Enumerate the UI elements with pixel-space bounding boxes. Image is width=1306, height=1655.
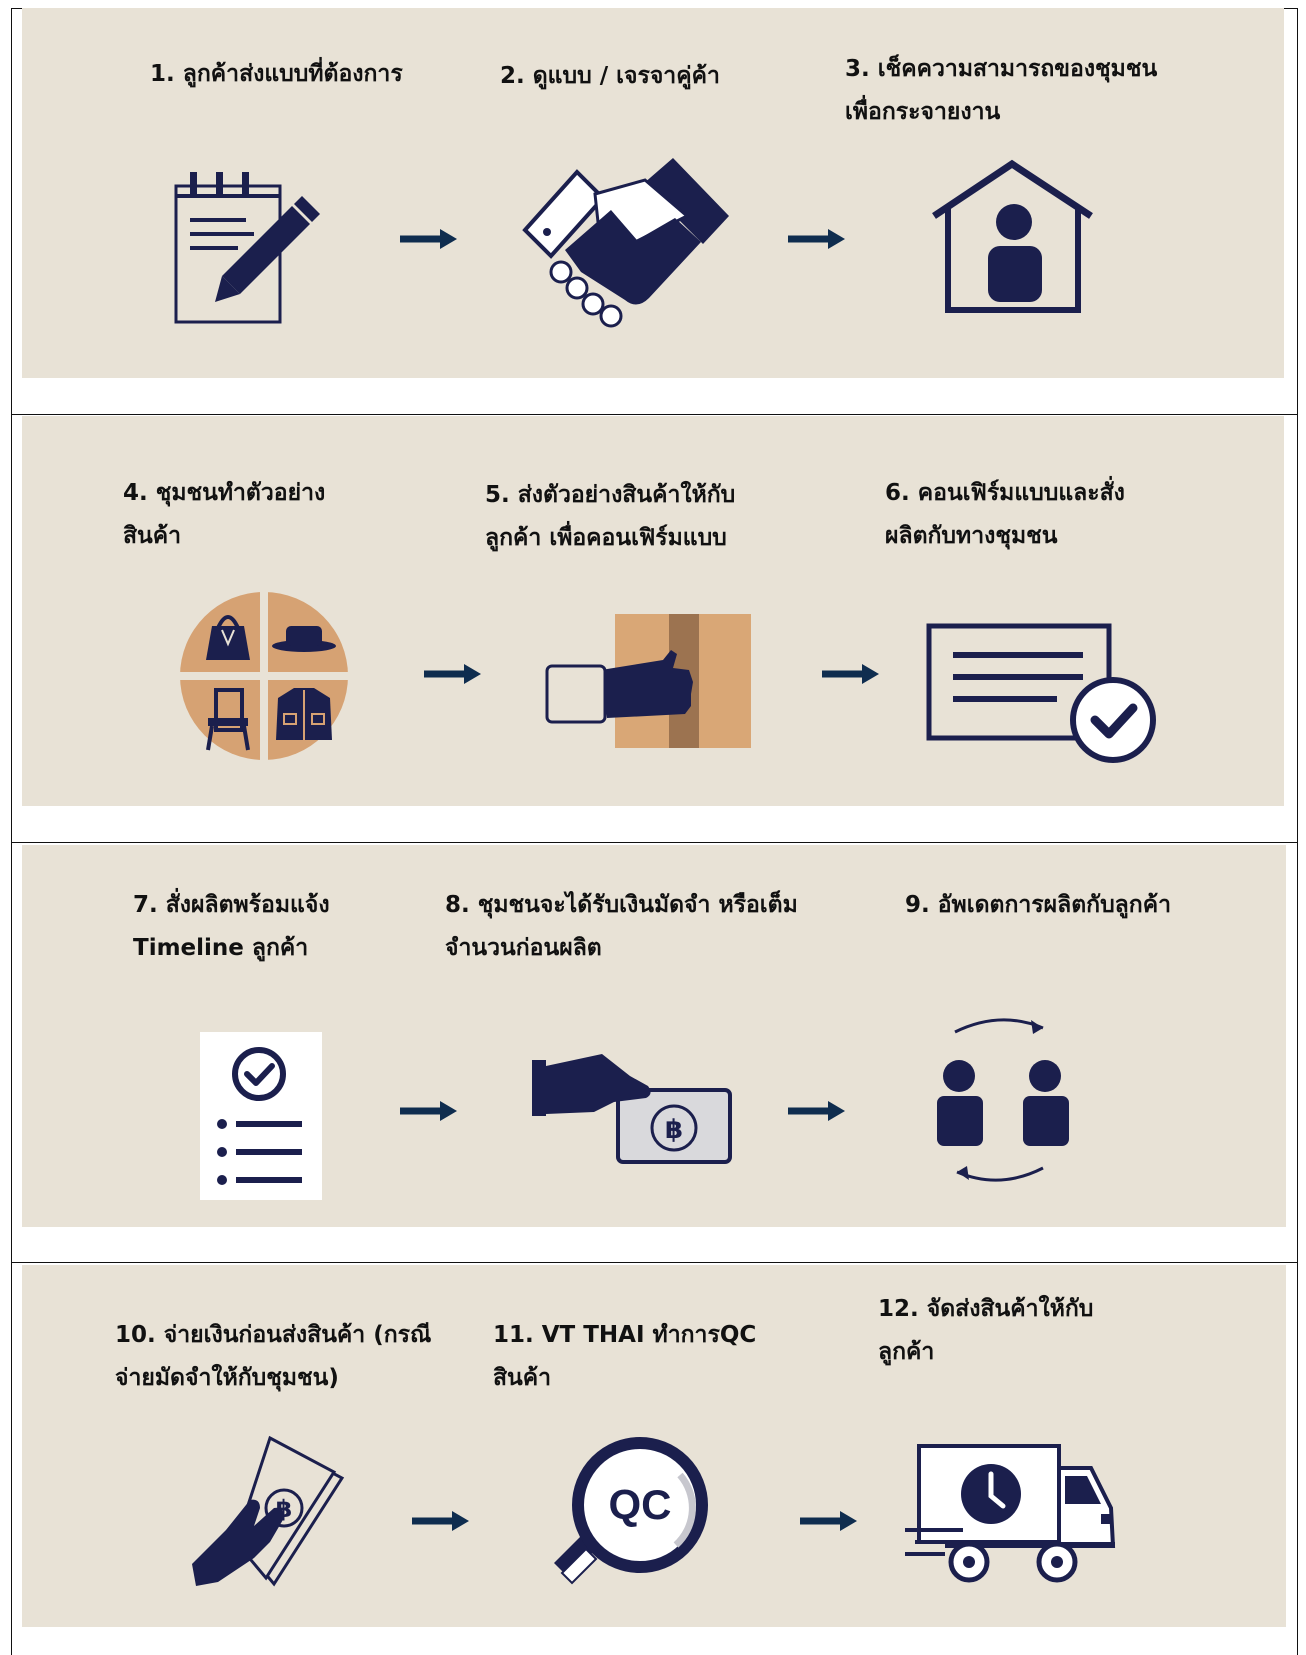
delivery-truck-icon [905, 1444, 1116, 1583]
step-10-label: 10. จ่ายเงินก่อนส่งสินค้า (กรณี จ่ายมัดจ… [115, 1322, 432, 1391]
checklist-icon [200, 1032, 322, 1200]
handshake-icon [522, 158, 729, 328]
step-2-label: 2. ดูแบบ / เจรจาคู่ค้า [500, 63, 720, 89]
confirm-document-icon [926, 623, 1156, 763]
arrow-right-icon [822, 664, 879, 684]
arrow-right-icon [800, 1511, 857, 1531]
svg-text:฿: ฿ [665, 1115, 683, 1145]
hand-box-icon [545, 614, 751, 748]
step-9-label: 9. อัพเดตการผลิตกับลูกค้า [905, 892, 1172, 918]
hand-baht-note-icon: ฿ [532, 1054, 732, 1164]
row-separator [11, 414, 1298, 415]
product-samples-icon [178, 590, 350, 762]
arrow-right-icon [400, 1101, 457, 1121]
arrow-right-icon [424, 664, 481, 684]
qc-magnifier-icon: QC [554, 1437, 708, 1585]
step-7-label: 7. สั่งผลิตพร้อมแจ้ง Timeline ลูกค้า [133, 892, 330, 961]
step-3-label: 3. เช็คความสามารถของชุมชน เพื่อกระจายงาน [845, 56, 1158, 125]
step-6-label: 6. คอนเฟิร์มแบบและสั่ง ผลิตกับทางชุมชน [885, 480, 1125, 549]
notepad-pencil-icon [174, 172, 320, 324]
step-4-label: 4. ชุมชนทำตัวอย่าง สินค้า [123, 480, 326, 549]
step-12-label: 12. จัดส่งสินค้าให้กับ ลูกค้า [878, 1296, 1094, 1365]
arrow-right-icon [788, 1101, 845, 1121]
step-5-label: 5. ส่งตัวอย่างสินค้าให้กับ ลูกค้า เพื่อค… [485, 482, 736, 551]
exchange-people-icon [937, 1018, 1069, 1182]
step-11-label: 11. VT THAI ทำการQC สินค้า [493, 1322, 757, 1391]
arrow-right-icon [400, 229, 457, 249]
hand-money-icon: ฿ [192, 1435, 345, 1587]
community-house-icon [932, 159, 1093, 313]
step-1-label: 1. ลูกค้าส่งแบบที่ต้องการ [150, 61, 403, 87]
row-separator [11, 842, 1298, 843]
arrow-right-icon [412, 1511, 469, 1531]
arrow-right-icon [788, 229, 845, 249]
row-separator [11, 1262, 1298, 1263]
step-8-label: 8. ชุมชนจะได้รับเงินมัดจำ หรือเต็ม จำนวน… [445, 892, 798, 961]
qc-label: QC [609, 1481, 672, 1528]
